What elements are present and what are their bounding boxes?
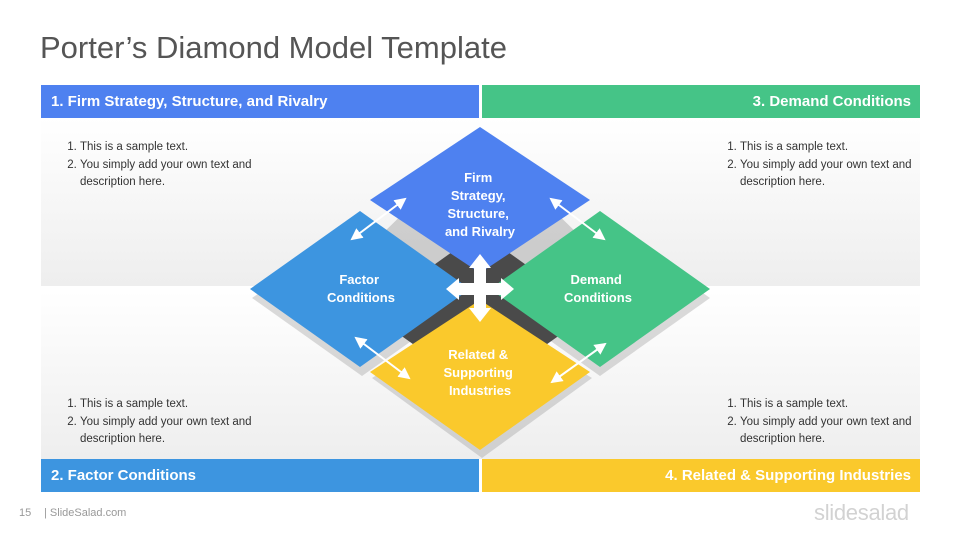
factor-conditions-banner: 2. Factor Conditions [41, 459, 479, 492]
double-arrow-icon [549, 197, 606, 241]
double-arrow-icon [354, 336, 411, 380]
list-item: You simply add your own text and descrip… [80, 414, 270, 449]
factor-notes-list: This is a sample text. You simply add yo… [60, 396, 270, 449]
demand-conditions-banner: 3. Demand Conditions [482, 85, 920, 118]
factor-conditions-diamond [250, 211, 470, 367]
firm-strategy-diamond [370, 127, 590, 273]
list-item: You simply add your own text and descrip… [740, 157, 930, 192]
list-item: This is a sample text. [80, 139, 270, 157]
firm-diamond-label: Firm Strategy, Structure, and Rivalry [445, 170, 516, 239]
list-item: You simply add your own text and descrip… [740, 414, 930, 449]
list-item: This is a sample text. [740, 396, 930, 414]
firm-strategy-banner: 1. Firm Strategy, Structure, and Rivalry [41, 85, 479, 118]
firm-notes-list: This is a sample text. You simply add yo… [60, 139, 270, 192]
demand-diamond-label: Demand Conditions [564, 272, 632, 305]
related-industries-diamond [370, 300, 590, 450]
page-title: Porter’s Diamond Model Template [40, 30, 507, 65]
demand-notes-list: This is a sample text. You simply add yo… [720, 139, 930, 192]
list-item: This is a sample text. [740, 139, 930, 157]
list-item: This is a sample text. [80, 396, 270, 414]
factor-diamond-label: Factor Conditions [327, 272, 395, 305]
related-industries-banner: 4. Related & Supporting Industries [482, 459, 920, 492]
double-arrow-icon [550, 342, 607, 384]
slidesalad-logo: slidesalad [814, 500, 909, 525]
list-item: You simply add your own text and descrip… [80, 157, 270, 192]
double-arrow-icon [350, 197, 407, 241]
demand-conditions-diamond [490, 211, 710, 367]
slide-number: 15 [19, 507, 32, 519]
footer-website: | SlideSalad.com [44, 507, 127, 519]
related-diamond-label: Related & Supporting Industries [444, 347, 517, 398]
related-notes-list: This is a sample text. You simply add yo… [720, 396, 930, 449]
four-way-arrows-icon [446, 254, 514, 322]
